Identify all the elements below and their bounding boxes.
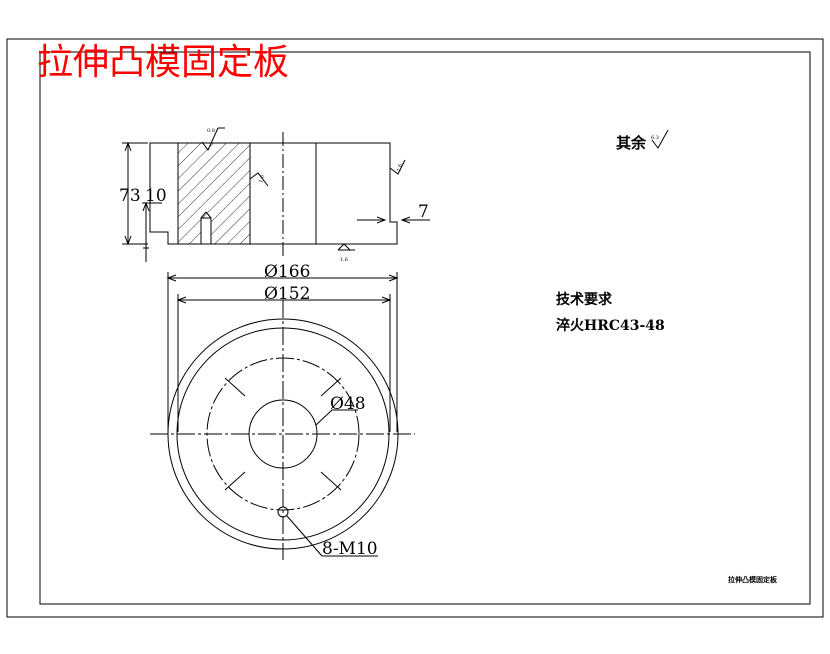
roughness-default-value: 6.3 bbox=[651, 135, 659, 141]
roughness-mark-inner bbox=[249, 172, 269, 187]
part-outline bbox=[149, 142, 398, 245]
inner-border bbox=[39, 51, 811, 605]
dim-thread-holes: 8-M10 bbox=[322, 539, 378, 559]
dim-step-height: 10 bbox=[145, 186, 167, 206]
tech-req-line: 淬火HRC43-48 bbox=[556, 317, 665, 334]
outer-frame bbox=[6, 38, 824, 618]
roughness-mark-right bbox=[389, 159, 406, 175]
dim-outer-diameter: Ø166 bbox=[264, 262, 310, 282]
pin-hole bbox=[200, 217, 212, 245]
section-view bbox=[122, 127, 430, 262]
outer-circle bbox=[167, 318, 399, 550]
roughness-mark-bottom bbox=[337, 243, 351, 251]
roughness-default-label: 其余 bbox=[616, 134, 647, 152]
title-block-name: 拉伸凸模固定板 bbox=[728, 575, 778, 584]
hatched-section bbox=[177, 142, 251, 245]
drawing-title: 拉伸凸模固定板 bbox=[37, 42, 289, 83]
dim-step-width: 7 bbox=[418, 202, 429, 222]
tech-req-heading: 技术要求 bbox=[556, 291, 613, 308]
bolt-circle bbox=[206, 357, 360, 511]
roughness-label-right: 1.6 bbox=[396, 163, 404, 172]
dim-height-total: 73 bbox=[119, 186, 141, 206]
roughness-label-inner: 1.6 bbox=[258, 174, 266, 183]
roughness-mark-top bbox=[201, 127, 219, 151]
roughness-label-top: 0.8 bbox=[207, 128, 215, 134]
roughness-default-icon bbox=[651, 129, 669, 149]
dim-bore-diameter: Ø48 bbox=[330, 394, 366, 414]
roughness-label-bottom: 1.6 bbox=[340, 257, 348, 263]
plan-view bbox=[150, 272, 415, 560]
dim-inner-diameter: Ø152 bbox=[264, 284, 310, 304]
